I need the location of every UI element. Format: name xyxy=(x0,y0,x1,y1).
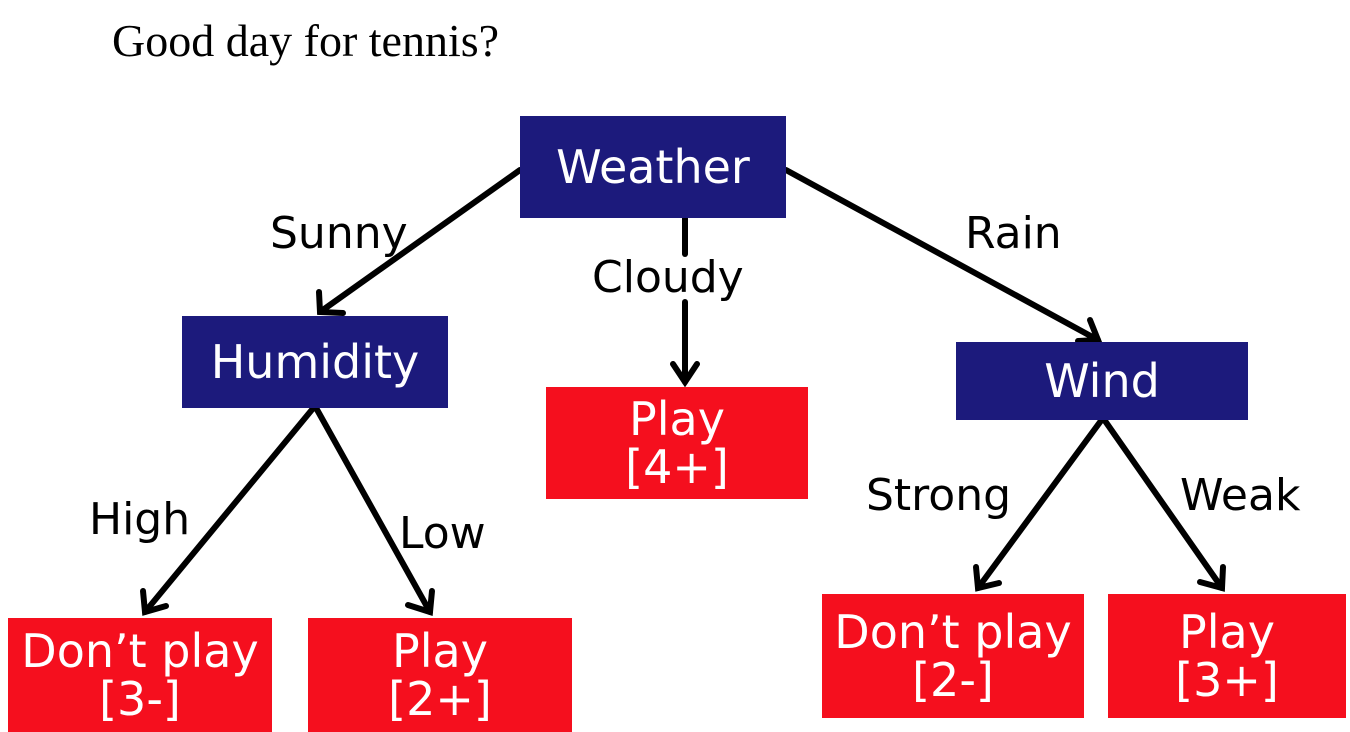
arrowhead-sunny xyxy=(316,289,346,316)
leaf-strong-label: Don’t play xyxy=(834,605,1072,659)
edge-strong xyxy=(975,415,1106,591)
arrowhead-low xyxy=(405,588,435,616)
node-weather: Weather xyxy=(520,116,786,218)
node-weather-label: Weather xyxy=(556,140,750,194)
leaf-weak: Play [3+] xyxy=(1108,594,1346,718)
edge-low xyxy=(312,403,433,615)
edge-sunny xyxy=(317,167,523,315)
leaf-cloudy-label: Play xyxy=(629,392,725,446)
leaf-low: Play [2+] xyxy=(308,618,572,732)
node-wind: Wind xyxy=(956,342,1248,420)
leaf-strong: Don’t play [2-] xyxy=(822,594,1084,718)
arrowhead-cloudy xyxy=(670,361,700,388)
arrowhead-rain xyxy=(1075,317,1103,344)
edge-label-cloudy: Cloudy xyxy=(592,252,744,303)
leaf-high-count: [3-] xyxy=(99,672,181,726)
edge-high xyxy=(142,403,318,615)
node-humidity-label: Humidity xyxy=(210,335,420,389)
leaf-strong-count: [2-] xyxy=(912,653,994,707)
edge-weak xyxy=(1100,415,1225,591)
edge-label-sunny: Sunny xyxy=(270,208,408,259)
leaf-cloudy: Play [4+] xyxy=(546,387,808,499)
node-humidity: Humidity xyxy=(182,316,448,408)
arrowhead-weak xyxy=(1197,564,1226,592)
edge-label-rain: Rain xyxy=(965,208,1062,259)
leaf-low-count: [2+] xyxy=(388,672,492,726)
leaf-low-label: Play xyxy=(392,624,488,678)
edge-label-weak: Weak xyxy=(1180,470,1301,521)
leaf-cloudy-count: [4+] xyxy=(625,440,729,494)
leaf-high: Don’t play [3-] xyxy=(8,618,272,732)
edge-label-low: Low xyxy=(399,508,486,559)
edge-label-high: High xyxy=(89,494,191,545)
leaf-weak-label: Play xyxy=(1179,605,1275,659)
leaf-weak-count: [3+] xyxy=(1175,653,1279,707)
arrowhead-strong xyxy=(973,564,1002,592)
edge-rain xyxy=(783,167,1101,343)
arrowhead-high xyxy=(140,588,169,616)
leaf-high-label: Don’t play xyxy=(21,624,259,678)
diagram-title: Good day for tennis? xyxy=(112,15,500,66)
node-wind-label: Wind xyxy=(1044,354,1160,408)
edge-label-strong: Strong xyxy=(866,470,1012,521)
